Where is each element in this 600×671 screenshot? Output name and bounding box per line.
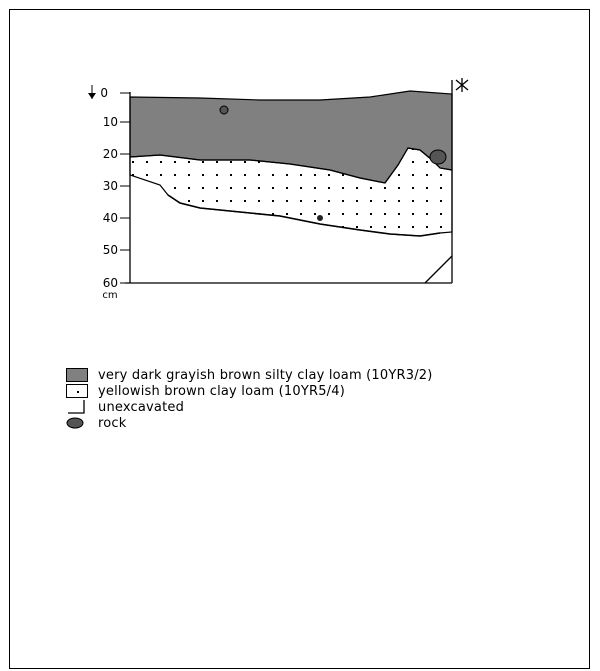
depth-tick-60: 60 bbox=[103, 276, 118, 290]
dark-gray-swatch bbox=[66, 368, 88, 382]
unexcavated-corner-line bbox=[424, 255, 453, 284]
datum-marker-right bbox=[455, 78, 469, 92]
legend-item-unexcavated: unexcavated bbox=[66, 399, 433, 415]
datum-marker-left bbox=[88, 85, 96, 99]
depth-tick-0: 0 bbox=[100, 86, 108, 100]
corner-line-swatch bbox=[66, 400, 88, 414]
legend-item-dotted-layer: yellowish brown clay loam (10YR5/4) bbox=[66, 383, 433, 399]
rock-oval-icon bbox=[66, 416, 88, 430]
rock-marker bbox=[429, 149, 447, 165]
lower-boundary bbox=[167, 194, 441, 237]
depth-tick-10: 10 bbox=[103, 115, 118, 129]
legend: very dark grayish brown silty clay loam … bbox=[66, 367, 433, 431]
legend-label: very dark grayish brown silty clay loam … bbox=[98, 367, 433, 383]
legend-item-rock: rock bbox=[66, 415, 433, 431]
rock-marker bbox=[219, 105, 229, 115]
depth-unit-label: cm bbox=[102, 290, 117, 301]
legend-item-dark-layer: very dark grayish brown silty clay loam … bbox=[66, 367, 433, 383]
depth-axis: 0 10 20 30 40 50 60 cm bbox=[100, 86, 130, 301]
depth-tick-40: 40 bbox=[103, 211, 118, 225]
depth-tick-30: 30 bbox=[103, 179, 118, 193]
depth-tick-20: 20 bbox=[103, 147, 118, 161]
rock-marker bbox=[317, 215, 323, 221]
dotted-swatch bbox=[66, 384, 88, 398]
legend-label: yellowish brown clay loam (10YR5/4) bbox=[98, 383, 345, 399]
legend-label: rock bbox=[98, 415, 127, 431]
depth-tick-50: 50 bbox=[103, 243, 118, 257]
legend-label: unexcavated bbox=[98, 399, 185, 415]
